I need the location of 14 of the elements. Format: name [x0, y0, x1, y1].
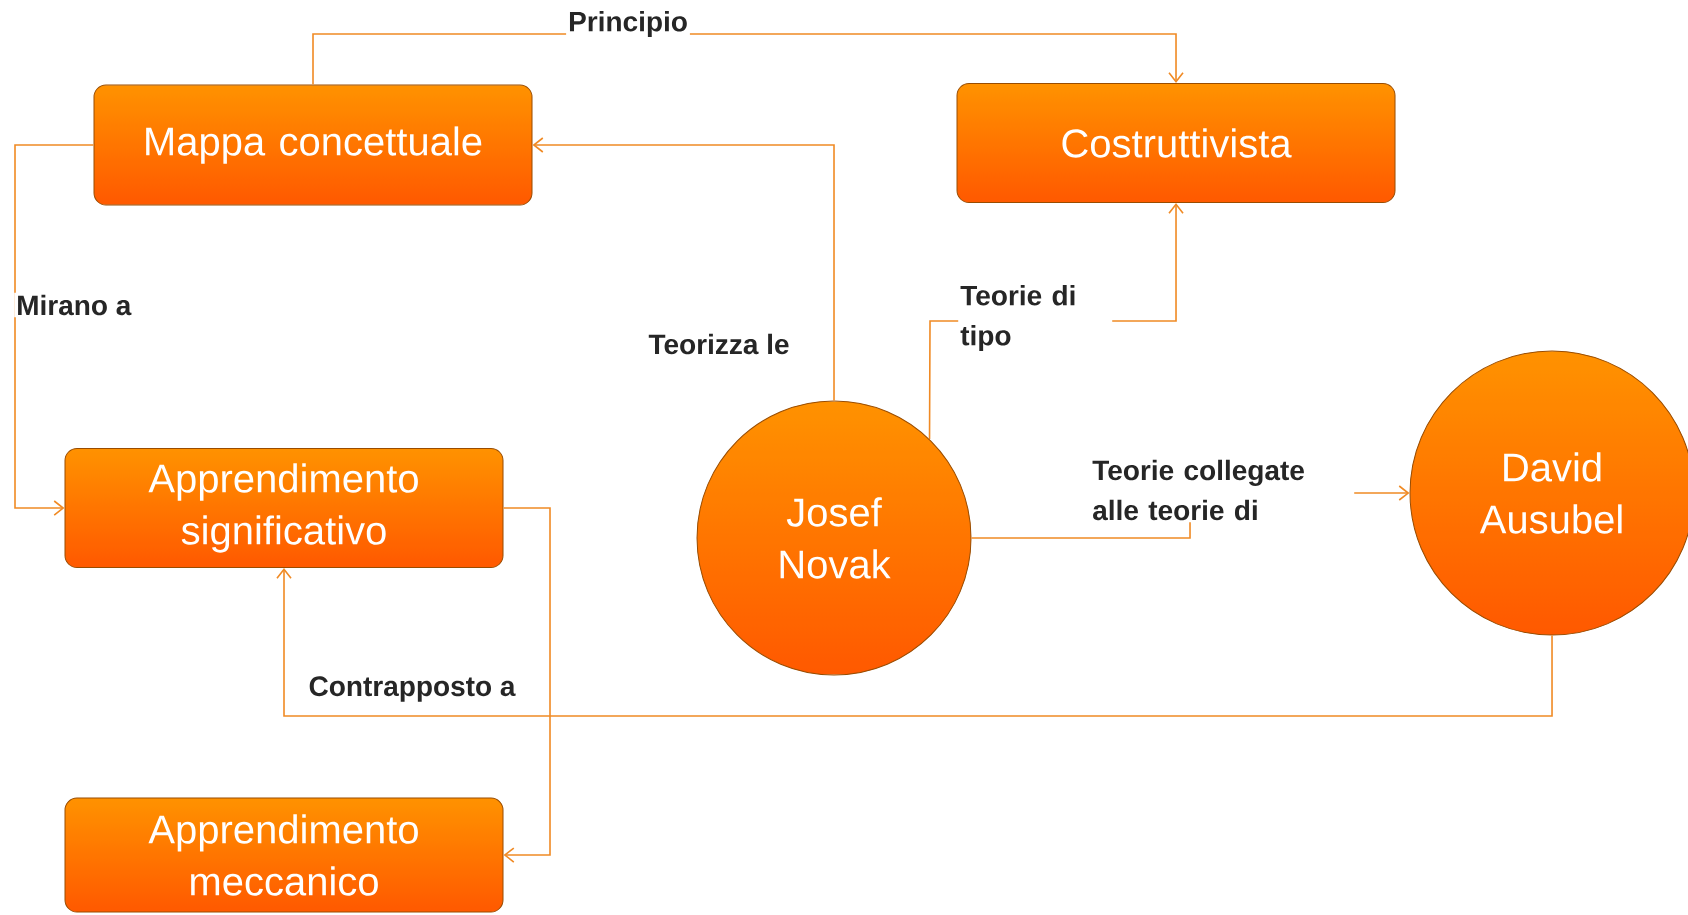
edge-label: Principio	[566, 8, 690, 40]
edge-label: Contrapposto a	[306, 674, 518, 704]
process-box: Mappa concettuale	[93, 84, 533, 206]
process-box: Apprendimento meccanico	[64, 797, 504, 913]
edge-label: Teorie collegate alle teorie di	[1090, 457, 1355, 523]
process-box: Costruttivista	[956, 83, 1396, 203]
arrow	[532, 137, 835, 402]
process-box: Apprendimento significativo	[64, 448, 504, 568]
arrow	[276, 568, 1553, 717]
edge-label: Teorie di tipo	[958, 282, 1113, 354]
arrow	[14, 144, 95, 516]
arrow	[502, 507, 551, 863]
edge-label: Mirano a	[14, 292, 134, 318]
edge-label: Teorizza le	[646, 331, 792, 357]
